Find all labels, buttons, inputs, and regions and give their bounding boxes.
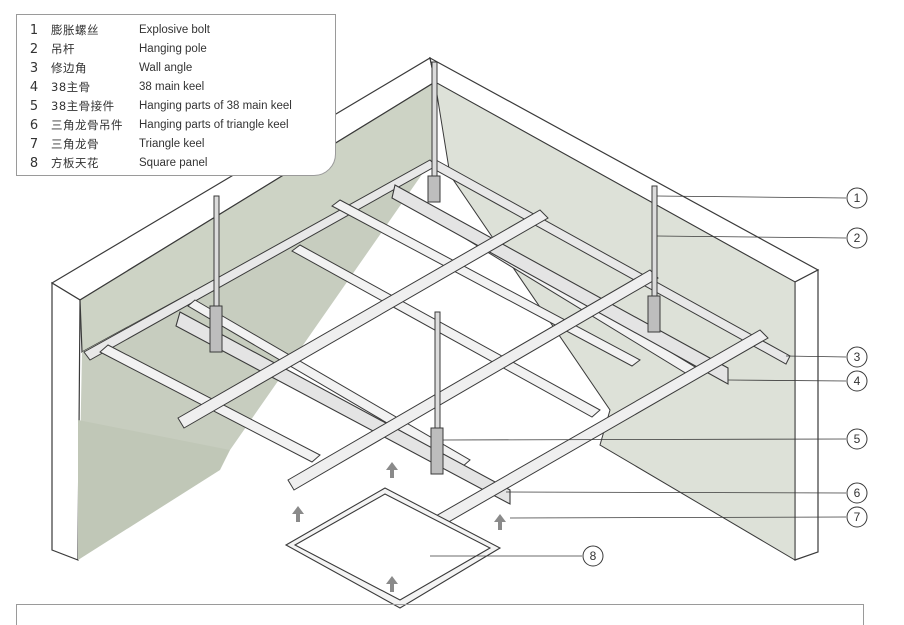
callout-8 <box>582 545 604 567</box>
square-panel <box>284 487 502 609</box>
legend-number: 8 <box>29 155 39 171</box>
legend-number: 6 <box>29 117 39 133</box>
callout-label: 1 <box>854 191 861 205</box>
legend-row: 6 三角龙骨吊件 Hanging parts of triangle keel <box>17 116 289 134</box>
legend-number: 3 <box>29 60 39 76</box>
callout-5 <box>846 428 868 450</box>
legend-number: 4 <box>29 79 39 95</box>
callout-1 <box>846 187 868 209</box>
legend-chinese: 膨胀螺丝 <box>51 23 99 37</box>
legend-number: 7 <box>29 136 39 152</box>
bottom-frame <box>16 604 864 625</box>
legend-english: Hanging pole <box>139 43 207 55</box>
legend-english: 38 main keel <box>139 81 205 93</box>
legend-chinese: 38主骨接件 <box>51 99 115 113</box>
callout-7 <box>846 506 868 528</box>
legend-row: 4 38主骨 38 main keel <box>17 78 204 96</box>
legend-box: 1 膨胀螺丝 Explosive bolt 2 吊杆 Hanging pole … <box>16 14 336 176</box>
direction-arrows <box>292 462 506 592</box>
legend-number: 5 <box>29 98 39 114</box>
legend-row: 7 三角龙骨 Triangle keel <box>17 135 205 153</box>
callout-label: 7 <box>854 510 861 524</box>
callout-label: 2 <box>854 231 861 245</box>
legend-row: 3 修边角 Wall angle <box>17 59 192 77</box>
legend-english: Triangle keel <box>139 138 205 150</box>
legend-chinese: 三角龙骨 <box>51 137 99 151</box>
legend-chinese: 三角龙骨吊件 <box>51 118 123 132</box>
legend-english: Square panel <box>139 157 208 169</box>
legend-chinese: 方板天花 <box>51 156 99 170</box>
legend-number: 2 <box>29 41 39 57</box>
callout-label: 4 <box>854 374 861 388</box>
callout-leaders <box>430 195 847 557</box>
callout-label: 8 <box>590 549 597 563</box>
legend-chinese: 吊杆 <box>51 42 75 56</box>
legend-row: 5 38主骨接件 Hanging parts of 38 main keel <box>17 97 292 115</box>
legend-english: Explosive bolt <box>139 24 210 36</box>
legend-number: 1 <box>29 22 39 38</box>
legend-english: Wall angle <box>139 62 193 74</box>
callout-4 <box>846 370 868 392</box>
callout-3 <box>846 346 868 368</box>
legend-english: Hanging parts of 38 main keel <box>139 100 292 112</box>
callout-label: 6 <box>854 486 861 500</box>
legend-chinese: 修边角 <box>51 61 87 75</box>
legend-row: 1 膨胀螺丝 Explosive bolt <box>17 21 210 39</box>
legend-row: 8 方板天花 Square panel <box>17 154 208 172</box>
legend-row: 2 吊杆 Hanging pole <box>17 40 207 58</box>
callout-labels: 1 2 3 4 5 6 7 8 <box>590 191 861 563</box>
callout-label: 5 <box>854 432 861 446</box>
callout-label: 3 <box>854 350 861 364</box>
legend-chinese: 38主骨 <box>51 80 91 94</box>
main-keels <box>175 184 729 505</box>
legend-english: Hanging parts of triangle keel <box>139 119 289 131</box>
callout-2 <box>846 227 868 249</box>
hangers <box>209 175 661 475</box>
callout-circles <box>582 187 868 567</box>
callout-6 <box>846 482 868 504</box>
